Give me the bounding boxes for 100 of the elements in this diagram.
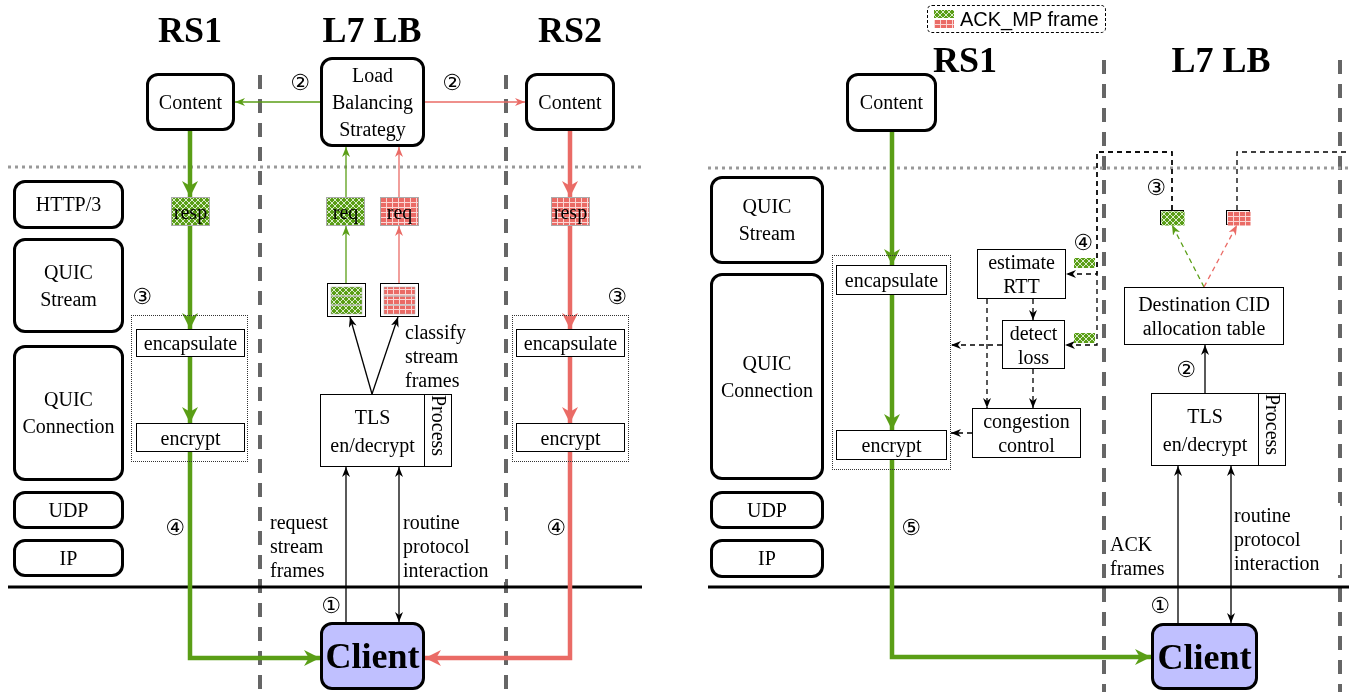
ack-frame [1226, 210, 1250, 225]
arrow [342, 225, 350, 284]
node-label: encapsulate [844, 268, 939, 292]
node-label: estimate RTT [987, 250, 1056, 298]
client-box [320, 622, 425, 690]
rounded-box [13, 491, 124, 529]
node-label: HTTP/3 [35, 192, 102, 217]
arrow [395, 225, 403, 284]
rounded-box [525, 73, 615, 131]
node-label: encapsulate [143, 331, 238, 355]
stream-frame [380, 197, 419, 226]
node-label: IP [758, 546, 776, 571]
arrow [950, 429, 973, 437]
rounded-box [710, 539, 824, 578]
arrow [1201, 344, 1209, 394]
process-box [972, 408, 1081, 458]
arrow [889, 460, 1151, 665]
rounded-box [146, 73, 235, 131]
step-number: ② [1176, 358, 1196, 382]
arrow [348, 316, 373, 395]
node-label: QUIC Stream [39, 259, 98, 312]
edge-label: routine protocol interaction [403, 510, 505, 582]
process-box [136, 329, 245, 357]
arrow [395, 146, 403, 198]
node-label: TLS en/decrypt [329, 404, 416, 459]
node-label: UDP [747, 497, 787, 523]
step-number: ② [442, 71, 462, 95]
rounded-box [710, 176, 824, 264]
frame-stack [380, 283, 419, 317]
arrow [884, 295, 900, 430]
node-label: Load Balancing Strategy [330, 62, 415, 143]
step-number: ④ [165, 516, 185, 540]
node-label: resp [553, 199, 588, 226]
arrow [342, 146, 350, 198]
column-title: L7 LB [322, 10, 422, 50]
arrow [425, 452, 573, 666]
node-label: QUIC Connection [21, 387, 116, 439]
arrow [562, 131, 578, 197]
arrow [182, 131, 198, 197]
process-label: Process [426, 395, 451, 457]
rounded-box [710, 273, 824, 480]
arrow [182, 357, 198, 423]
node-label: req [386, 199, 413, 226]
arrow [424, 98, 526, 106]
arrow [562, 357, 578, 423]
legend-label: ACK_MP frame [960, 7, 1099, 32]
node-label: IP [59, 545, 78, 571]
frame-stack [327, 283, 366, 317]
node-label: QUIC Stream [737, 194, 797, 246]
arrow [1171, 224, 1205, 288]
step-number: ① [321, 594, 341, 618]
arrow [983, 298, 991, 409]
node-label: Destination CID allocation table [1137, 292, 1271, 340]
dotted-group-box [131, 315, 248, 462]
step-number: ④ [546, 516, 566, 540]
client-box [1151, 623, 1258, 690]
column-title: L7 LB [1171, 40, 1271, 80]
process-box [836, 265, 947, 295]
step-number: ① [1150, 594, 1170, 618]
arrow [182, 226, 198, 329]
client-label: Client [1157, 635, 1252, 679]
rounded-box [13, 238, 124, 333]
process-box [1124, 287, 1284, 345]
arrow [1029, 298, 1037, 321]
connector-line [1236, 151, 1349, 211]
process-box [977, 249, 1066, 299]
dotted-group-box [832, 255, 951, 470]
tls-box [1151, 393, 1286, 466]
column-title: RS1 [158, 10, 222, 50]
dotted-group-box [512, 315, 629, 462]
arrow [1203, 224, 1238, 288]
node-label: detect loss [1008, 320, 1059, 369]
node-label: Content [538, 89, 602, 115]
arrow [234, 98, 321, 106]
arrow [562, 226, 578, 329]
arrow [342, 466, 350, 623]
rounded-box [320, 57, 425, 147]
process-box [1002, 320, 1065, 369]
rounded-box [710, 491, 824, 529]
arrow [1174, 465, 1182, 624]
node-label: encrypt [861, 433, 922, 457]
node-label: encapsulate [523, 331, 618, 355]
column-title: RS1 [933, 40, 997, 80]
node-label: Content [158, 89, 223, 115]
tls-box [320, 394, 452, 467]
step-number: ⑤ [901, 516, 921, 540]
arrow [1029, 368, 1037, 409]
step-number: ③ [1146, 176, 1166, 200]
ack-frame [1160, 210, 1184, 225]
arrow [1064, 151, 1173, 349]
node-label: TLS en/decrypt [1161, 403, 1249, 458]
client-label: Client [325, 635, 420, 678]
process-box [836, 430, 947, 460]
arrow [187, 452, 320, 666]
rounded-box [13, 180, 124, 229]
node-label: UDP [48, 497, 89, 523]
process-box [516, 423, 625, 452]
step-number: ③ [607, 285, 627, 309]
node-label: encrypt [160, 425, 221, 450]
process-box [516, 329, 625, 357]
